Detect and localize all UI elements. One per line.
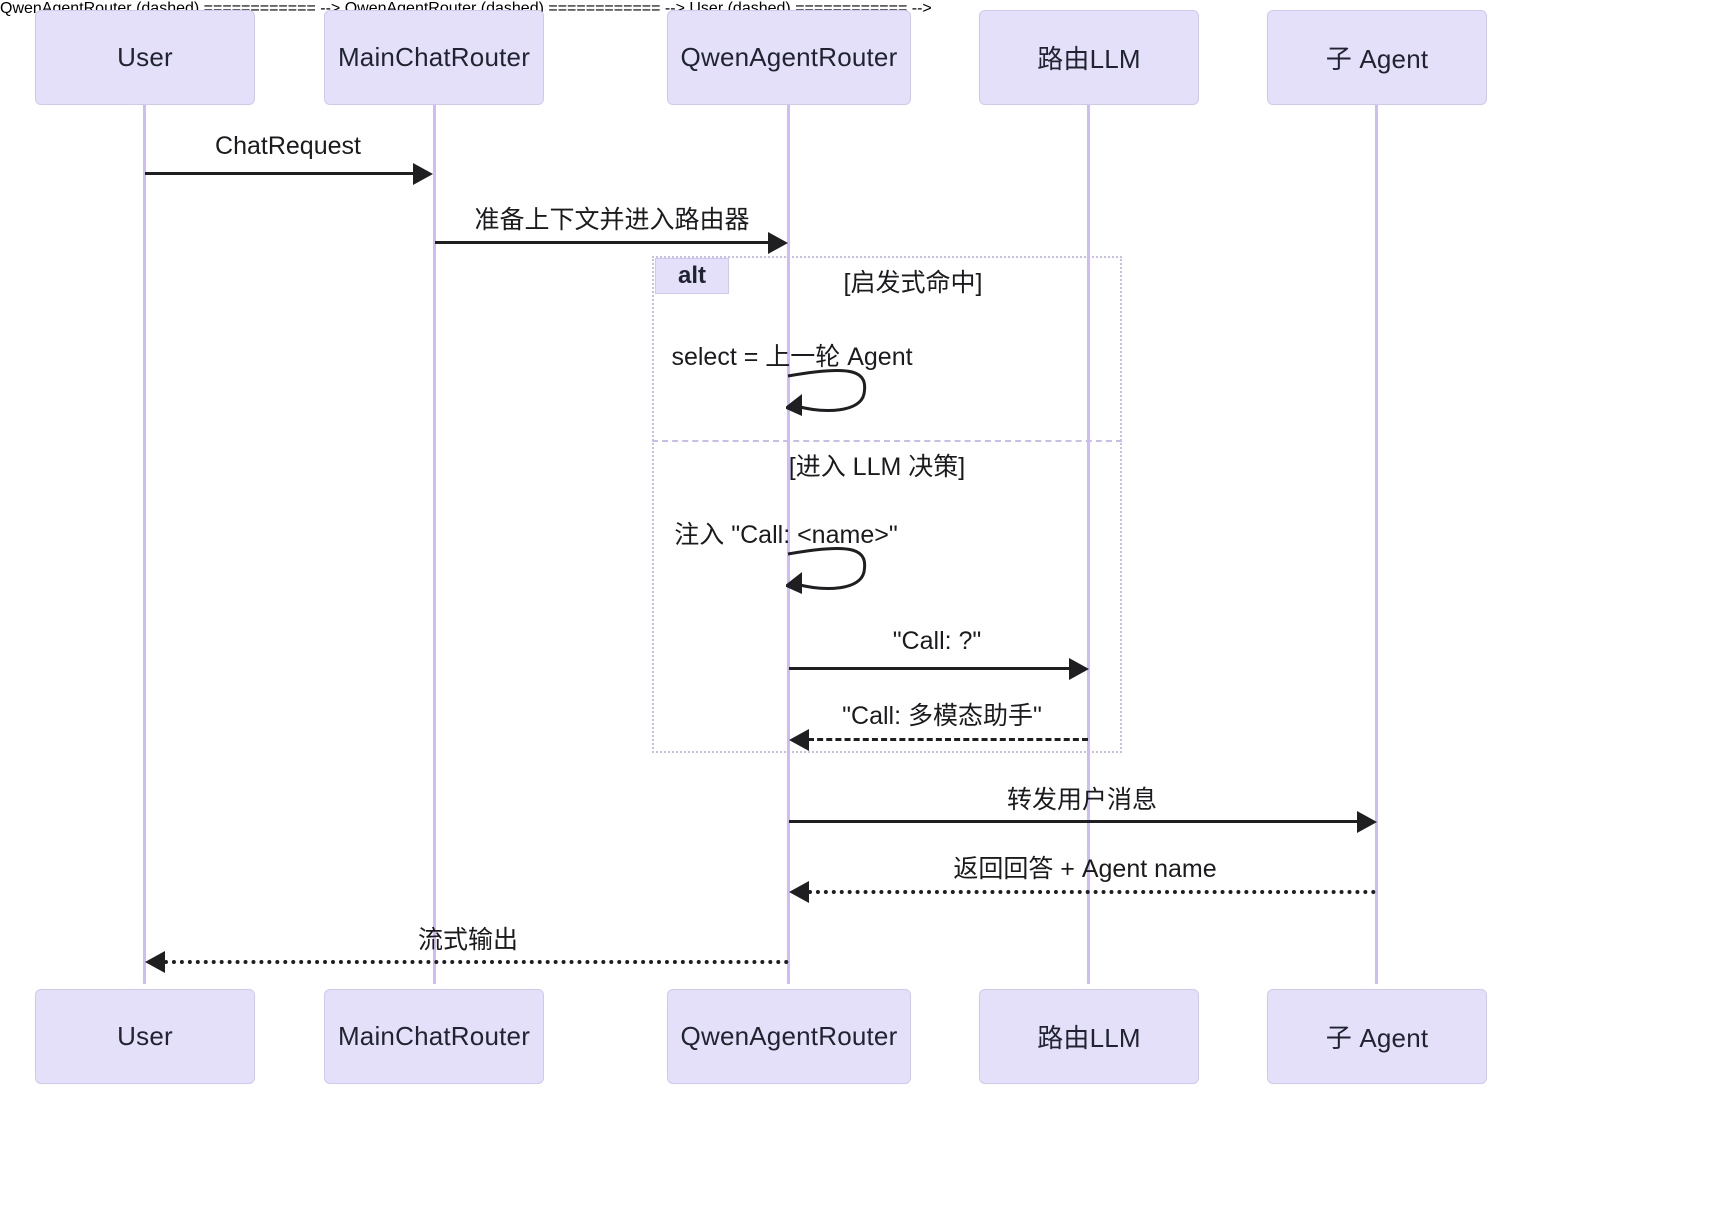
message-label-forward-user-message: 转发用户消息 (1007, 780, 1157, 816)
self-loop-arrow-inject (786, 547, 867, 594)
participant-box-sub-agent[interactable]: 子 Agent (1267, 10, 1487, 105)
arrow-head-return-answer (789, 881, 809, 903)
message-line-return-answer (808, 890, 1376, 894)
participant-label: QwenAgentRouter (680, 1021, 898, 1051)
alt-block-tag: alt (655, 258, 729, 294)
message-label-chatrequest: ChatRequest (215, 132, 361, 161)
message-line-call-question (789, 667, 1069, 670)
arrow-head-call-multimodal-assistant (789, 729, 809, 751)
participant-label: 子 Agent (1325, 44, 1429, 74)
participant-label: MainChatRouter (337, 1021, 531, 1051)
alt-branch-divider (652, 440, 1122, 442)
self-loop-arrow-select (786, 369, 867, 416)
message-text: 转发用户消息 (1006, 786, 1158, 814)
message-label-return-answer: 返回回答 + Agent name (953, 849, 1216, 885)
arrow-head-chatrequest (413, 163, 433, 185)
participant-box-bottom-user[interactable]: User (35, 989, 255, 1084)
arrow-head-call-question (1069, 658, 1089, 680)
arrow-head-stream-output (145, 951, 165, 973)
participant-label: 路由LLM (1037, 1023, 1141, 1053)
participant-label: QwenAgentRouter (680, 42, 898, 72)
lifeline-qwenagentrouter (787, 105, 790, 984)
participant-box-mainchatrouter[interactable]: MainChatRouter (324, 10, 544, 105)
message-line-stream-output (164, 960, 789, 964)
participant-label: User (117, 42, 173, 72)
participant-box-bottom-sub-agent[interactable]: 子 Agent (1267, 989, 1487, 1084)
lifeline-routing-llm (1087, 105, 1090, 984)
message-text: "Call: ?" (892, 627, 982, 655)
alt-condition-text: [启发式命中] (843, 269, 983, 297)
message-line-prepare-context (435, 241, 768, 244)
message-label-call-question: "Call: ?" (893, 627, 982, 656)
participant-label: User (117, 1021, 173, 1051)
participant-box-routing-llm[interactable]: 路由LLM (979, 10, 1199, 105)
participant-label: 路由LLM (1037, 44, 1141, 74)
participant-label: MainChatRouter (337, 42, 531, 72)
lifeline-user (143, 105, 146, 984)
participant-box-bottom-mainchatrouter[interactable]: MainChatRouter (324, 989, 544, 1084)
message-text: 返回回答 + Agent name (953, 855, 1217, 883)
participant-box-bottom-routing-llm[interactable]: 路由LLM (979, 989, 1199, 1084)
arrow-head-prepare-context (768, 232, 788, 254)
participant-label: 子 Agent (1325, 1023, 1429, 1053)
participant-box-bottom-qwenagentrouter[interactable]: QwenAgentRouter (667, 989, 911, 1084)
message-label-select-previous-agent: select = 上一轮 Agent (671, 337, 912, 373)
message-text: "Call: 多模态助手" (842, 702, 1042, 730)
alt-tag-label: alt (677, 262, 706, 289)
alt-block-frame (652, 256, 1122, 753)
message-line-call-multimodal-assistant (808, 738, 1088, 741)
message-label-stream-output: 流式输出 (418, 920, 518, 956)
message-label-call-multimodal-assistant: "Call: 多模态助手" (842, 696, 1042, 732)
message-label-prepare-context: 准备上下文并进入路由器 (474, 200, 749, 236)
lifeline-sub-agent (1375, 105, 1378, 984)
arrow-head-forward-user-message (1357, 811, 1377, 833)
message-line-chatrequest (145, 172, 413, 175)
message-label-inject-call-name: 注入 "Call: <name>" (674, 515, 897, 551)
alt-condition-text: [进入 LLM 决策] (788, 453, 966, 481)
message-text: 注入 "Call: <name>" (674, 521, 898, 549)
message-text: 流式输出 (417, 926, 519, 954)
message-text: ChatRequest (215, 132, 361, 160)
alt-branch-2-condition: [进入 LLM 决策] (789, 447, 965, 483)
alt-branch-1-condition: [启发式命中] (844, 263, 983, 299)
participant-box-qwenagentrouter[interactable]: QwenAgentRouter (667, 10, 911, 105)
message-text: select = 上一轮 Agent (671, 343, 913, 371)
lifeline-mainchatrouter (433, 105, 436, 984)
message-text: 准备上下文并进入路由器 (474, 206, 750, 234)
participant-box-user[interactable]: User (35, 10, 255, 105)
message-line-forward-user-message (789, 820, 1357, 823)
